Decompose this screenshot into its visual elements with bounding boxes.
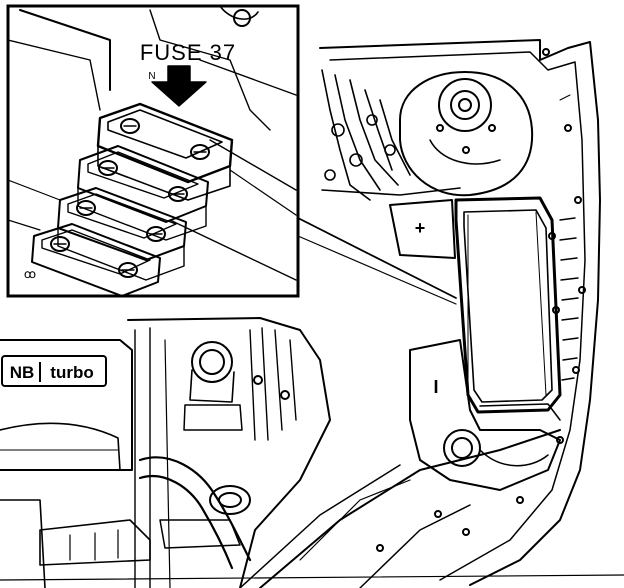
lower-bracket: I: [409, 339, 561, 491]
engine-block: [0, 317, 624, 588]
battery-bracket: +: [389, 199, 456, 259]
badge-right-text: turbo: [50, 363, 93, 382]
strut-mount: [399, 71, 534, 197]
fuse-37-sub-mark: N: [148, 71, 155, 82]
main-fuse-box: [454, 196, 562, 421]
engine-cover: [0, 339, 133, 471]
turbo-badge: [1, 355, 107, 387]
badge-left-text: NB: [10, 363, 35, 382]
fuse-4: [31, 223, 161, 296]
inset-corner-mark: ꝏ: [24, 267, 36, 281]
callout-leader: [297, 217, 457, 299]
inset-detail: ꝏ FUSE 37 N: [6, 4, 300, 298]
fuse-37-label: FUSE 37: [140, 40, 236, 65]
side-ribs: [559, 217, 579, 381]
frame-rail: [239, 429, 561, 588]
fender-outline: [319, 39, 601, 586]
wiring-harness: [321, 69, 461, 201]
minus-mark: I: [433, 377, 438, 397]
down-arrow-icon: [151, 65, 207, 107]
main-view: + I: [0, 39, 624, 588]
plus-mark: +: [415, 218, 426, 238]
